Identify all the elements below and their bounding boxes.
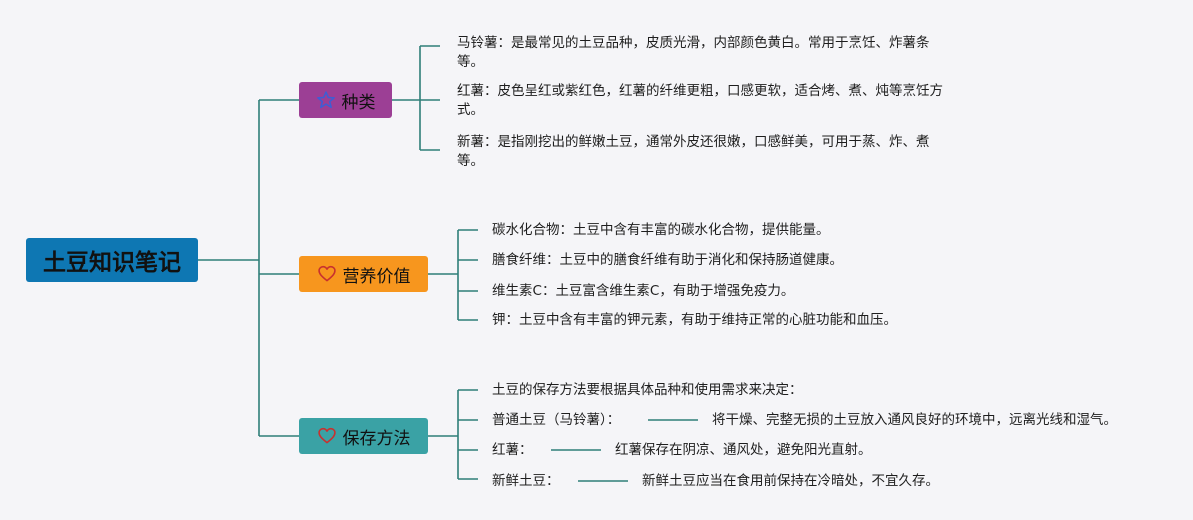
leaf-sweet-potato-storage-label: 红薯： — [492, 441, 533, 460]
leaf-text: 红薯保存在阴凉、通风处，避免阳光直射。 — [615, 442, 872, 458]
leaf-name: 膳食纤维 — [492, 252, 546, 268]
leaf-name: 红薯 — [457, 83, 484, 99]
leaf-name: 马铃薯 — [457, 35, 498, 51]
leaf-name: 碳水化合物 — [492, 222, 560, 238]
leaf-name: 新薯 — [457, 134, 484, 150]
leaf-storage-intro: 土豆的保存方法要根据具体品种和使用需求来决定： — [492, 381, 803, 400]
star-icon — [316, 91, 335, 109]
leaf-regular-potato-text: 将干燥、完整无损的土豆放入通风良好的环境中，远离光线和湿气。 — [712, 411, 1117, 430]
heart-icon — [317, 265, 336, 282]
leaf-sep: ： — [484, 134, 498, 150]
leaf-text: 将干燥、完整无损的土豆放入通风良好的环境中，远离光线和湿气。 — [712, 412, 1117, 428]
leaf-sep: ： — [541, 283, 556, 299]
leaf-text: 是指刚挖出的鲜嫩土豆，通常外皮还很嫩，口感鲜美，可用于蒸、炸、煮等。 — [457, 134, 930, 169]
leaf-name: 新鲜土豆： — [492, 473, 560, 489]
leaf-fresh-potato-text: 新鲜土豆应当在食用前保持在冷暗处，不宜久存。 — [642, 472, 939, 491]
leaf-text: 土豆富含维生素C，有助于增强免疫力。 — [555, 283, 795, 299]
leaf-text: 是最常见的土豆品种，皮质光滑，内部颜色黄白。常用于烹饪、炸薯条等。 — [457, 35, 930, 70]
connector-b2 — [428, 229, 478, 321]
root-node[interactable]: 土豆知识笔记 — [26, 238, 198, 282]
leaf-name: 红薯： — [492, 442, 533, 458]
leaf-sweet-potato: 红薯：皮色呈红或紫红色，红薯的纤维更粗，口感更软，适合烤、煮、炖等烹饪方式。 — [457, 82, 953, 120]
leaf-regular-potato-label: 普通土豆（马铃薯）： — [492, 411, 620, 430]
leaf-sep: ： — [505, 312, 520, 328]
branch-nutrition[interactable]: 营养价值 — [299, 256, 428, 292]
root-title: 土豆知识笔记 — [43, 250, 181, 276]
heart-icon — [317, 427, 336, 444]
leaf-potato: 马铃薯：是最常见的土豆品种，皮质光滑，内部颜色黄白。常用于烹饪、炸薯条等。 — [457, 34, 953, 72]
leaf-text: 新鲜土豆应当在食用前保持在冷暗处，不宜久存。 — [642, 473, 939, 489]
connector-b1 — [392, 45, 440, 151]
leaf-text: 土豆中含有丰富的碳水化合物，提供能量。 — [573, 222, 830, 238]
leaf-sep: ： — [484, 83, 498, 99]
leaf-sep: ： — [559, 222, 574, 238]
leaf-new-potato: 新薯：是指刚挖出的鲜嫩土豆，通常外皮还很嫩，口感鲜美，可用于蒸、炸、煮等。 — [457, 133, 953, 171]
leaf-name: 维生素C — [492, 283, 542, 299]
branch-storage-label: 保存方法 — [342, 428, 411, 449]
branch-nutrition-label: 营养价值 — [342, 266, 411, 287]
leaf-name: 钾 — [492, 312, 506, 328]
leaf-text: 皮色呈红或紫红色，红薯的纤维更粗，口感更软，适合烤、煮、炖等烹饪方式。 — [457, 83, 943, 118]
leaf-vitamin-c: 维生素C：土豆富含维生素C，有助于增强免疫力。 — [492, 282, 794, 301]
connector-b3 — [428, 389, 478, 480]
leaf-fresh-potato-label: 新鲜土豆： — [492, 472, 560, 491]
leaf-name: 普通土豆（马铃薯）： — [492, 412, 621, 428]
leaf-text: 土豆中含有丰富的钾元素，有助于维持正常的心脏功能和血压。 — [519, 312, 897, 328]
leaf-sep: ： — [546, 252, 560, 268]
leaf-potassium: 钾：土豆中含有丰富的钾元素，有助于维持正常的心脏功能和血压。 — [492, 311, 897, 330]
branch-storage[interactable]: 保存方法 — [299, 418, 428, 454]
leaf-name: 土豆的保存方法要根据具体品种和使用需求来决定： — [492, 382, 803, 398]
branch-types-label: 种类 — [341, 92, 376, 113]
branch-types[interactable]: 种类 — [299, 82, 392, 118]
leaf-text: 土豆中的膳食纤维有助于消化和保持肠道健康。 — [559, 252, 844, 268]
leaf-sweet-potato-storage-text: 红薯保存在阴凉、通风处，避免阳光直射。 — [615, 441, 872, 460]
leaf-fiber: 膳食纤维：土豆中的膳食纤维有助于消化和保持肠道健康。 — [492, 251, 843, 270]
leaf-carbohydrate: 碳水化合物：土豆中含有丰富的碳水化合物，提供能量。 — [492, 221, 830, 240]
leaf-sep: ： — [497, 35, 512, 51]
